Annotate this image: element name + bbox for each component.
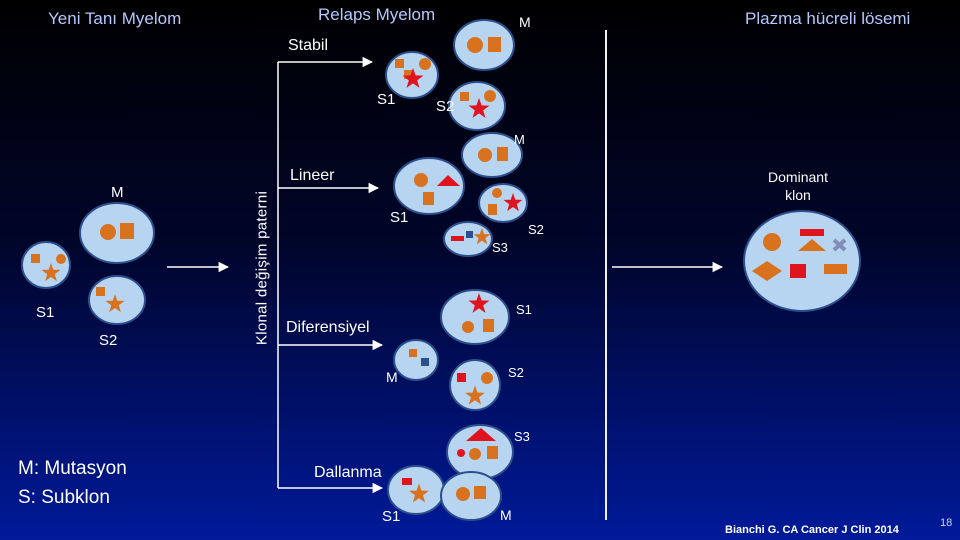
cell-diff-m xyxy=(393,339,439,381)
cell-linear-s1 xyxy=(393,157,465,215)
circle-icon xyxy=(456,487,470,501)
triangle-icon xyxy=(798,239,826,251)
clone-label: S2 xyxy=(436,98,455,115)
circle-icon xyxy=(478,148,492,162)
mutation-markers xyxy=(31,37,847,503)
square-icon xyxy=(96,287,105,296)
clone-label: S1 xyxy=(36,304,55,321)
clone-label: S3 xyxy=(492,240,508,255)
clone-label: S1 xyxy=(382,508,401,525)
triangle-icon xyxy=(437,175,460,186)
circle-icon xyxy=(419,58,431,70)
pattern-stable: Stabil xyxy=(288,37,329,54)
cell-dominant-clone xyxy=(743,210,861,312)
rectangle-icon xyxy=(404,70,414,79)
cell-linear-s3 xyxy=(443,221,493,257)
dominant-clone-label: Dominant klon xyxy=(768,169,828,204)
circle-icon xyxy=(763,233,781,251)
pattern-branching: Dallanma xyxy=(314,464,382,481)
diamond-icon xyxy=(752,261,782,281)
circle-icon xyxy=(484,90,496,102)
square-icon xyxy=(460,92,469,101)
page-number: 18 xyxy=(940,517,953,529)
square-icon xyxy=(457,373,466,382)
cell-diff-s1 xyxy=(440,289,510,345)
clone-label: S1 xyxy=(377,91,396,108)
circle-icon xyxy=(481,372,493,384)
square-icon xyxy=(487,446,498,459)
square-icon xyxy=(474,486,486,499)
square-icon xyxy=(488,37,501,52)
cell-linear-s2 xyxy=(478,183,528,223)
legend-mutation: M: Mutasyon xyxy=(18,458,127,479)
clone-label: M xyxy=(519,14,531,30)
clone-label: S2 xyxy=(508,365,524,380)
square-icon xyxy=(488,204,497,215)
rectangle-icon xyxy=(451,236,464,241)
clone-label: S3 xyxy=(514,429,530,444)
circle-icon xyxy=(100,224,116,240)
circle-icon xyxy=(414,173,428,187)
triangle-icon xyxy=(466,428,496,441)
square-icon xyxy=(395,59,404,68)
clone-label: S2 xyxy=(528,222,544,237)
square-icon xyxy=(421,358,429,366)
circle-icon xyxy=(492,188,502,198)
pattern-linear: Lineer xyxy=(290,167,335,184)
square-icon xyxy=(409,349,417,357)
rectangle-icon xyxy=(402,478,412,485)
cell-stable-m xyxy=(453,19,515,71)
cell-branch-m xyxy=(440,471,502,521)
square-icon xyxy=(483,319,494,332)
clone-label: S1 xyxy=(516,302,532,317)
rectangle-icon xyxy=(800,229,824,236)
circle-icon xyxy=(56,254,66,264)
cell-branch-s1 xyxy=(387,465,445,515)
header-relapsed: Relaps Myelom xyxy=(318,5,436,24)
citation: Bianchi G. CA Cancer J Clin 2014 xyxy=(725,524,899,536)
clone-label: M xyxy=(500,507,512,523)
connector-lines xyxy=(167,56,724,494)
circle-icon xyxy=(469,448,481,460)
vertical-pattern-label: Klonal değişim paterni xyxy=(253,190,271,346)
clone-label: M xyxy=(514,132,525,147)
square-icon xyxy=(497,147,508,161)
cell-diff-s2 xyxy=(449,359,501,411)
legend-subclone: S: Subklon xyxy=(18,487,110,508)
header-plasma-leukemia: Plazma hücreli lösemi xyxy=(745,9,911,28)
header-newly-diagnosed: Yeni Tanı Myelom xyxy=(48,9,182,28)
circle-icon xyxy=(457,449,465,457)
square-icon xyxy=(31,254,40,263)
clone-label: S2 xyxy=(99,332,118,349)
rectangle-icon xyxy=(824,264,847,274)
square-icon xyxy=(466,231,473,238)
square-icon xyxy=(423,192,434,205)
square-icon xyxy=(790,264,806,278)
circle-icon xyxy=(467,37,483,53)
clone-label: M xyxy=(111,184,124,201)
clone-label: S1 xyxy=(390,209,409,226)
clone-label: M xyxy=(386,369,398,385)
cross-icon xyxy=(832,238,847,252)
cell-left-m xyxy=(79,202,155,264)
square-icon xyxy=(120,223,134,239)
cell-left-s1 xyxy=(21,241,71,289)
pattern-differentiated: Diferensiyel xyxy=(286,319,370,336)
circle-icon xyxy=(462,321,474,333)
